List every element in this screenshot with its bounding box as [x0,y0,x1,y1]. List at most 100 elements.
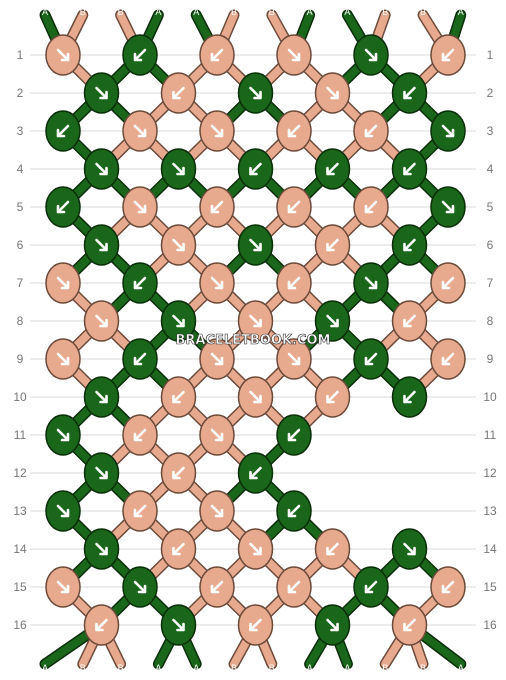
arrow-down-right-icon [210,352,224,366]
knot [83,528,120,570]
arrow-down-right-icon [364,276,378,290]
knot [314,300,351,342]
arrow-down-left-icon [133,504,147,518]
knot [160,148,197,190]
arrow-down-left-icon [133,352,147,366]
knot [314,604,351,646]
row-number-left: 7 [17,276,24,290]
arrow-down-right-icon [172,238,185,252]
arrow-down-left-icon [287,276,301,290]
arrow-down-right-icon [210,124,224,138]
arrow-down-right-icon [95,466,108,480]
thread-label: A [193,663,199,673]
knot [391,300,428,342]
arrow-down-left-icon [326,238,339,252]
thread-label: A [307,663,313,673]
knot [45,338,81,380]
row-number-right: 4 [487,162,494,176]
knot [199,566,235,608]
arrow-down-right-icon [56,48,70,62]
knot [83,376,120,418]
arrow-down-left-icon [172,86,185,100]
knot [353,338,389,380]
row-number-left: 14 [13,542,27,556]
arrow-down-left-icon [249,618,262,632]
arrow-down-right-icon [326,86,339,100]
thread-label: A [155,663,161,673]
row-number-left: 15 [13,580,27,594]
thread-label: A [42,663,48,673]
thread-label: A [193,7,199,17]
row-number-right: 11 [484,428,497,442]
arrow-down-right-icon [441,124,455,138]
thread-label: B [118,7,124,17]
arrow-down-right-icon [326,618,339,632]
row-number-right: 2 [487,86,494,100]
knot [83,148,120,190]
knot [160,72,197,114]
knot [160,452,197,494]
knot [45,262,81,304]
knot [430,34,466,76]
knot [160,224,197,266]
arrow-down-right-icon [172,162,185,176]
knot [83,224,120,266]
knot [160,604,197,646]
row-number-right: 13 [483,504,497,518]
knot [314,224,351,266]
knot [122,34,158,76]
knot [160,376,197,418]
knot [45,110,81,152]
knot [83,604,120,646]
arrow-down-left-icon [403,314,416,328]
arrow-down-right-icon [287,352,301,366]
arrow-down-left-icon [249,466,262,480]
arrow-down-right-icon [95,86,108,100]
arrow-down-right-icon [133,200,147,214]
arrow-down-left-icon [287,580,301,594]
arrow-down-right-icon [249,238,262,252]
row-number-left: 16 [13,618,27,632]
arrow-down-left-icon [287,200,301,214]
arrow-down-left-icon [403,238,416,252]
arrow-down-left-icon [441,580,455,594]
thread-label: B [80,663,86,673]
knot [276,338,312,380]
row-number-right: 14 [483,542,497,556]
arrow-down-left-icon [287,504,301,518]
arrow-down-left-icon [364,580,378,594]
thread-label: B [382,663,388,673]
knot [276,34,312,76]
arrow-down-left-icon [133,48,147,62]
arrow-down-left-icon [403,618,416,632]
arrow-down-left-icon [210,200,224,214]
arrow-down-left-icon [326,542,339,556]
row-number-left: 1 [17,48,24,62]
row-number-left: 12 [13,466,27,480]
thread-label: A [155,7,161,17]
arrow-down-left-icon [403,162,416,176]
knot [83,72,120,114]
thread-label: B [420,663,426,673]
arrow-down-right-icon [95,390,108,404]
thread-label: B [269,663,275,673]
thread-label: A [344,7,350,17]
knot [314,376,351,418]
thread-label: A [42,7,48,17]
thread-label: B [80,7,86,17]
knot [391,528,428,570]
arrow-down-right-icon [172,314,185,328]
row-number-right: 5 [487,200,494,214]
arrow-down-left-icon [441,48,455,62]
knot [314,72,351,114]
arrow-down-left-icon [210,580,224,594]
arrow-down-right-icon [249,390,262,404]
thread-label: A [307,7,313,17]
arrow-down-right-icon [210,276,224,290]
knot-grid [45,34,466,646]
row-number-right: 1 [487,48,494,62]
row-number-left: 10 [13,390,27,404]
row-number-left: 11 [14,428,27,442]
knot [45,566,81,608]
